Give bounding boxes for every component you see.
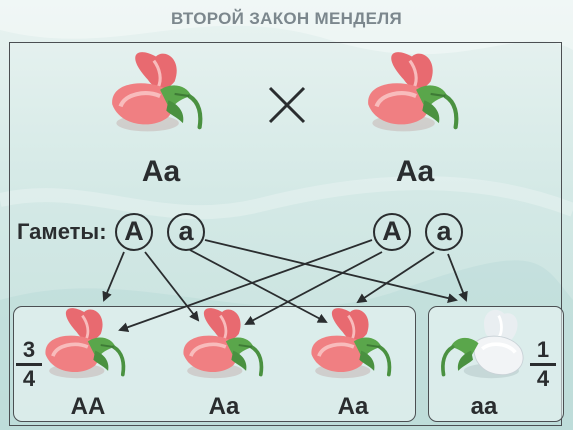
arrow-A1-Aa xyxy=(144,251,200,322)
gamete-a-left: a xyxy=(167,213,205,251)
arrow-a1-Aa xyxy=(189,249,328,323)
gamete-A-right: A xyxy=(373,213,411,251)
ratio-dominant-denominator: 4 xyxy=(22,365,36,391)
main-panel xyxy=(9,42,562,426)
offspring-flower-2-icon xyxy=(181,306,264,381)
fraction-bar xyxy=(530,363,556,366)
offspring-flower-3-icon xyxy=(309,306,392,381)
parent-genotype-right: Aa xyxy=(395,155,435,188)
offspring-genotype-1: AA xyxy=(70,393,106,420)
offspring-flower-1-icon xyxy=(43,306,126,381)
ratio-recessive-denominator: 4 xyxy=(536,365,550,391)
offspring-flower-4-icon xyxy=(441,308,525,381)
arrow-A1-AA xyxy=(102,251,125,302)
gametes-label: Гаметы: xyxy=(17,219,107,244)
parent-flower-right-icon xyxy=(368,52,456,131)
gamete-a-right: a xyxy=(425,213,463,251)
offspring-genotype-2: Aa xyxy=(208,393,240,420)
fraction-bar xyxy=(16,363,42,366)
parent-genotype-left: Aa xyxy=(141,155,181,188)
arrow-A2-Aa xyxy=(244,251,383,325)
ratio-recessive-numerator: 1 xyxy=(536,337,550,362)
parent-flower-left-icon xyxy=(112,52,200,131)
ratio-dominant: 3 4 xyxy=(16,338,42,391)
arrow-a2-aa xyxy=(447,253,468,302)
cross-symbol-icon xyxy=(268,86,306,124)
arrow-a2-Aa xyxy=(356,251,435,304)
ratio-recessive: 1 4 xyxy=(530,338,556,391)
offspring-genotype-3: Aa xyxy=(337,393,369,420)
page-title: ВТОРОЙ ЗАКОН МЕНДЕЛЯ xyxy=(171,9,402,28)
gamete-A-left: A xyxy=(115,213,153,251)
offspring-genotype-4: aa xyxy=(470,393,498,420)
ratio-dominant-numerator: 3 xyxy=(22,337,36,362)
arrow-a1-aa xyxy=(204,239,458,304)
arrow-A2-AA xyxy=(118,239,373,333)
